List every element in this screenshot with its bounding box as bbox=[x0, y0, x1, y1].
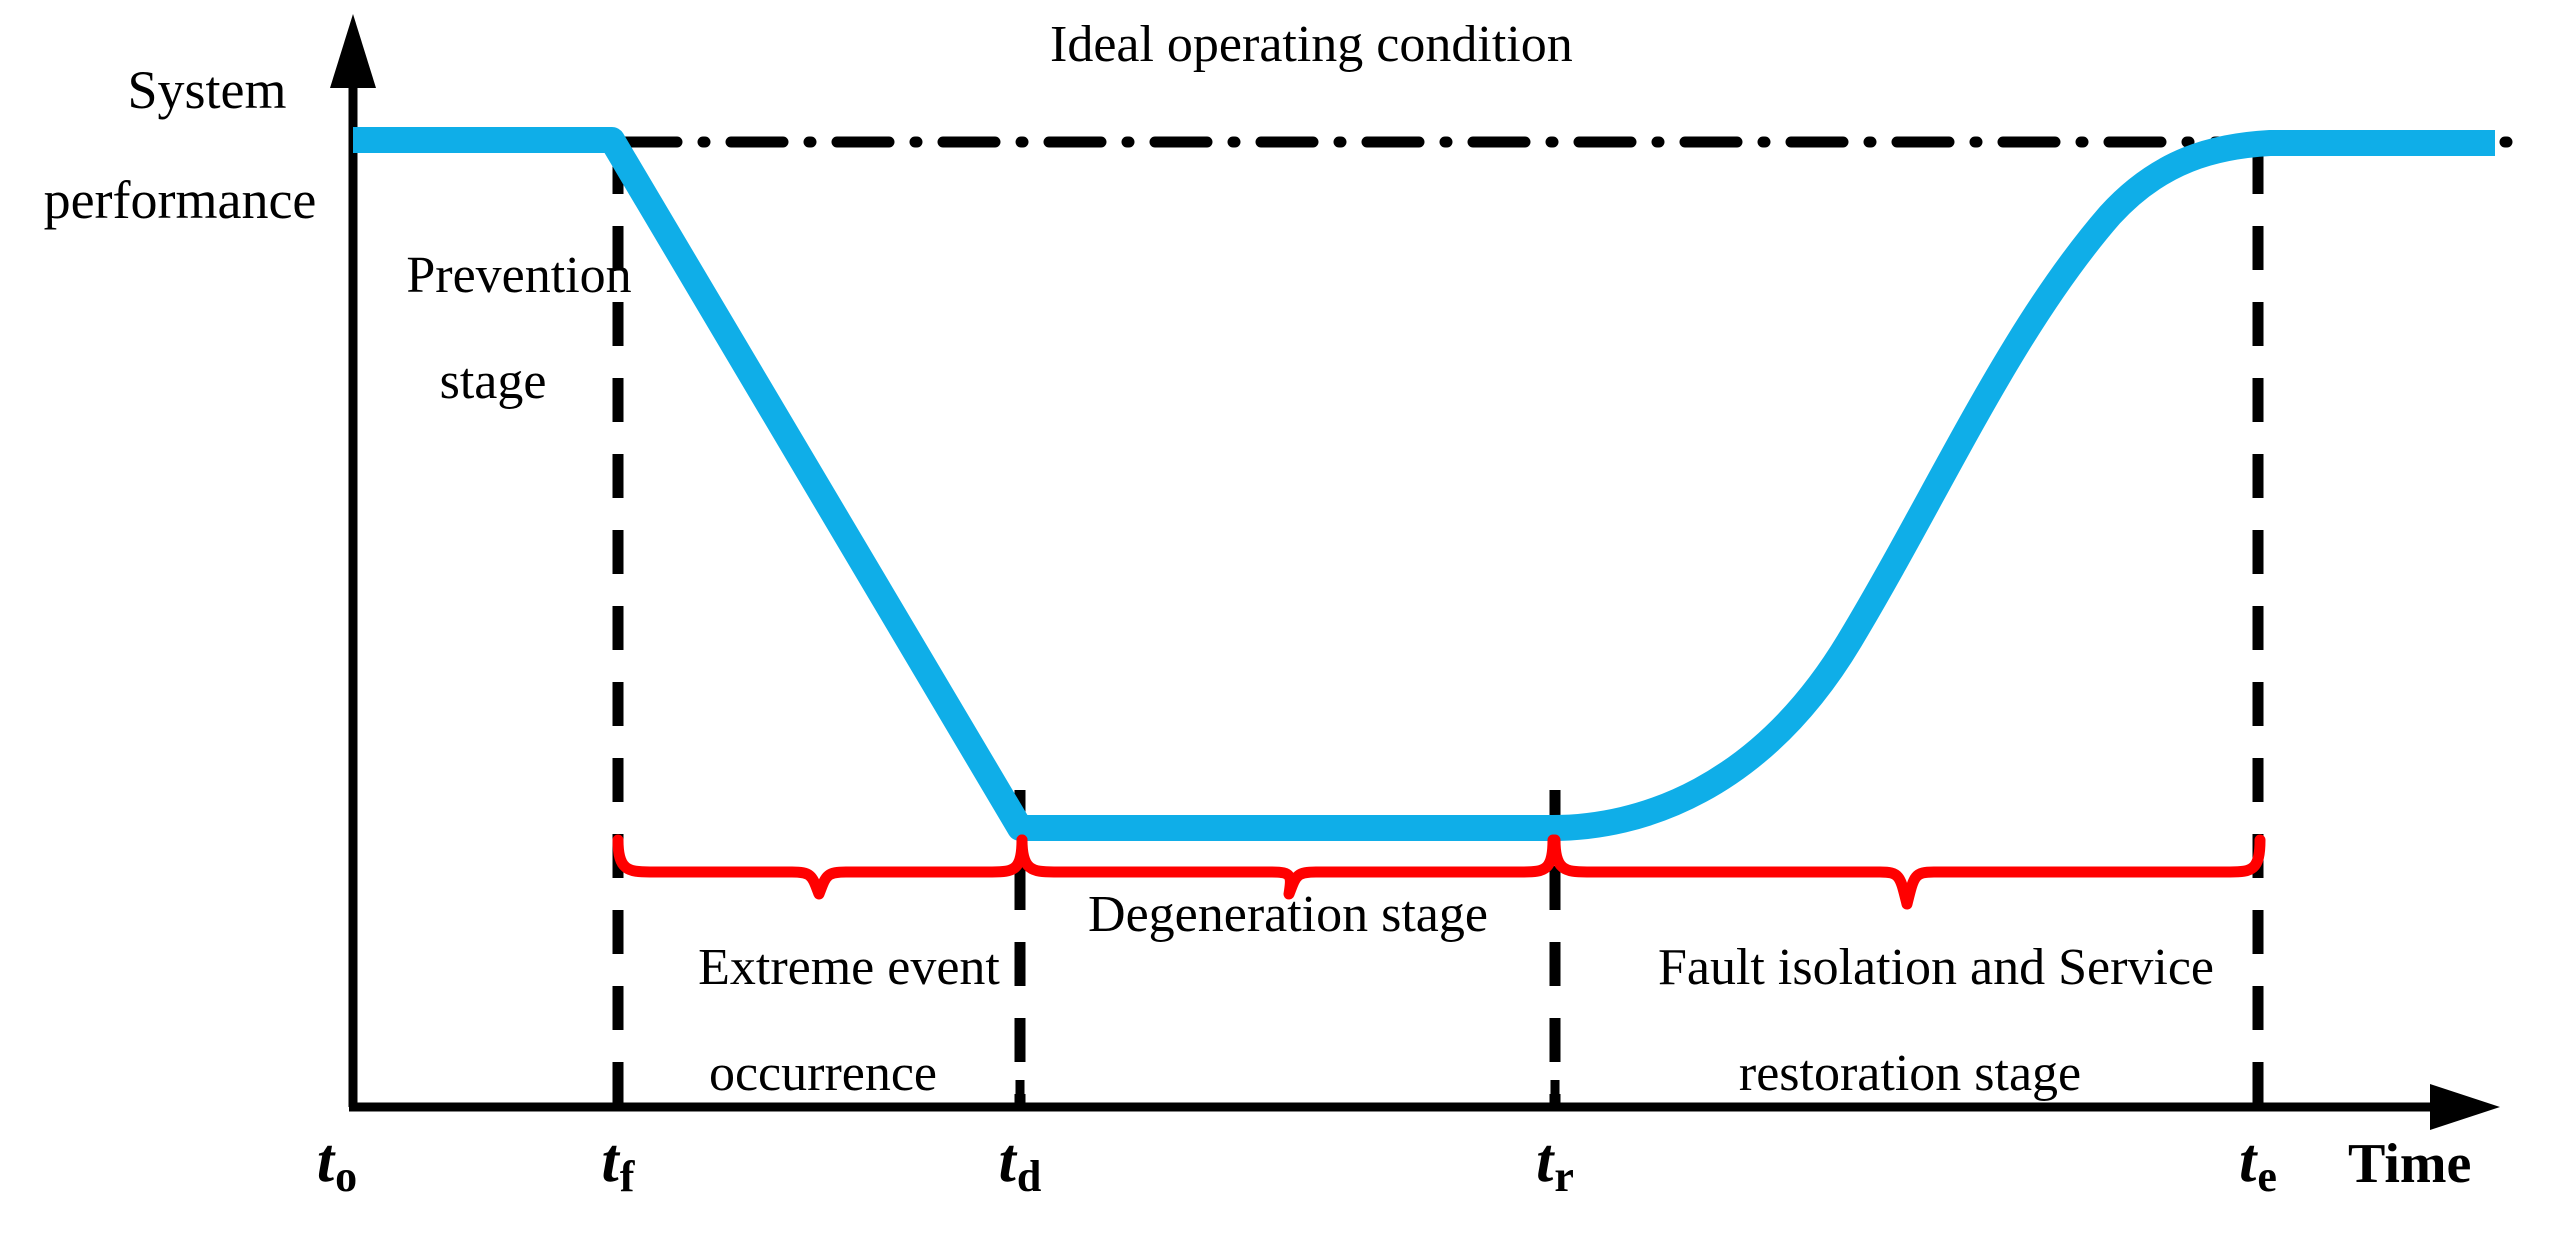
ideal-operating-condition-label: Ideal operating condition bbox=[1050, 16, 1573, 73]
stage-braces bbox=[612, 834, 2266, 910]
x-tick-label-tr: tr bbox=[1470, 1126, 1640, 1202]
fault-isolation-stage-label: Fault isolation and Service restoration … bbox=[1560, 888, 2260, 1206]
x-tick-label-t0-sub: o bbox=[335, 1151, 358, 1201]
prevention-stage-label: Prevention stage bbox=[348, 196, 638, 514]
x-tick-label-td-sub: d bbox=[1016, 1151, 1042, 1201]
brace-fault-isolation bbox=[1549, 834, 2266, 910]
system-performance-curve bbox=[353, 127, 2495, 841]
prevention-stage-label-line1: Prevention bbox=[406, 247, 632, 305]
fault-isolation-stage-label-line2: restoration stage bbox=[1738, 1045, 2082, 1103]
brace-extreme-event bbox=[612, 834, 1028, 900]
x-tick-label-te: te bbox=[2173, 1126, 2343, 1202]
degeneration-stage-label: Degeneration stage bbox=[1088, 886, 1488, 943]
y-axis-title-line2: performance bbox=[43, 170, 317, 231]
prevention-stage-label-line2: stage bbox=[439, 353, 547, 411]
event-marker-lines bbox=[612, 150, 2264, 1107]
x-tick-label-td-base: t bbox=[998, 1127, 1016, 1195]
brace-degeneration bbox=[1016, 834, 1559, 900]
x-tick-label-t0-base: t bbox=[316, 1127, 335, 1195]
axis-tick-marks bbox=[1015, 1080, 1560, 1107]
y-axis-arrowhead bbox=[330, 14, 376, 88]
axis-group bbox=[330, 14, 2500, 1130]
x-tick-label-tf: tf bbox=[533, 1126, 703, 1202]
x-tick-label-t0: to bbox=[252, 1126, 422, 1202]
extreme-event-label: Extreme event occurrence bbox=[628, 888, 1018, 1206]
x-axis-title: Time bbox=[2348, 1133, 2472, 1195]
fault-isolation-stage-label-line1: Fault isolation and Service bbox=[1657, 939, 2214, 997]
x-tick-label-tr-base: t bbox=[1536, 1127, 1554, 1195]
x-axis-arrowhead bbox=[2430, 1084, 2500, 1130]
x-tick-label-tf-base: t bbox=[601, 1127, 619, 1195]
y-axis-title: System performance bbox=[20, 8, 340, 338]
extreme-event-label-line1: Extreme event bbox=[698, 939, 1000, 997]
x-tick-label-tf-sub: f bbox=[619, 1151, 635, 1201]
x-tick-label-te-base: t bbox=[2239, 1127, 2257, 1195]
extreme-event-label-line2: occurrence bbox=[708, 1045, 938, 1103]
x-tick-label-tr-sub: r bbox=[1554, 1151, 1574, 1201]
x-tick-label-te-sub: e bbox=[2257, 1151, 2277, 1201]
y-axis-title-line1: System bbox=[127, 60, 287, 121]
x-tick-label-td: td bbox=[935, 1126, 1105, 1202]
